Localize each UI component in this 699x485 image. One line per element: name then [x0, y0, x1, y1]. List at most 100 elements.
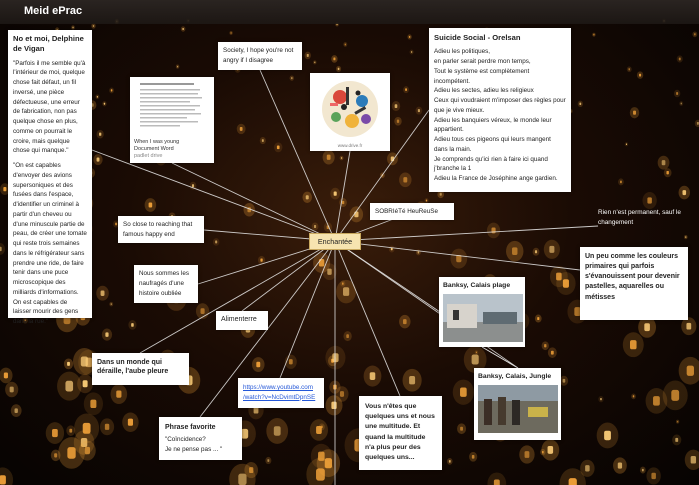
lantern — [524, 451, 530, 458]
lantern — [633, 110, 636, 115]
lantern — [200, 308, 205, 315]
lantern — [694, 33, 696, 36]
central-node[interactable]: Enchantée — [309, 233, 361, 250]
lantern-glow — [694, 119, 699, 128]
lantern — [3, 372, 8, 379]
lantern — [686, 322, 692, 330]
orelsan-line: Je comprends qu'ici rien à faire ici qua… — [434, 155, 548, 173]
lantern — [239, 126, 243, 131]
lantern — [628, 68, 631, 71]
lantern — [410, 51, 413, 53]
lantern — [439, 192, 442, 196]
lantern — [182, 27, 184, 30]
lantern — [632, 395, 635, 398]
lantern — [425, 199, 428, 202]
note-naufrages-text: Nous sommes les naufragés d'une histoire… — [139, 270, 190, 297]
note-phrase-title: Phrase favorite — [165, 424, 216, 431]
lantern — [647, 197, 652, 204]
lantern — [625, 143, 628, 146]
lantern — [67, 447, 76, 459]
note-society[interactable]: Society, I hope you're not angry if I di… — [218, 42, 302, 70]
note-music-image[interactable]: www.drive.fr — [310, 73, 390, 151]
lantern — [537, 317, 540, 321]
note-sobriete[interactable]: SOBRIéTé HeuReuSe — [370, 203, 454, 220]
lantern — [305, 195, 309, 200]
lantern — [127, 418, 134, 426]
lantern — [456, 254, 462, 263]
lantern — [65, 380, 74, 392]
lantern — [641, 468, 644, 472]
lantern — [460, 426, 463, 431]
lantern-glow — [0, 243, 6, 255]
document-caption-title: When I was young — [134, 139, 180, 145]
lantern — [24, 319, 27, 322]
note-youtube-link[interactable]: https://www.youtube.com /watch?v=NcDvimt… — [238, 378, 324, 408]
lantern — [547, 446, 554, 454]
orelsan-line: Adieu tous ces pigeons qui leurs mangent… — [434, 136, 551, 153]
note-couleurs[interactable]: Un peu comme les couleurs primaires qui … — [580, 247, 688, 320]
lantern — [80, 356, 88, 367]
lantern — [661, 160, 666, 166]
lantern — [92, 25, 95, 27]
note-delphine[interactable]: No et moi, Delphine de Vigan "Parfois il… — [8, 30, 92, 325]
lantern — [291, 77, 293, 80]
note-multitude-text: Vous n'êtes que quelques uns et nous une… — [365, 403, 435, 461]
note-alimenterre-text: Alimenterre — [221, 316, 257, 323]
lantern — [333, 57, 336, 61]
lantern — [644, 323, 650, 332]
lantern — [238, 473, 247, 485]
note-banksy-jungle-title: Banksy, Calais, Jungle — [478, 373, 552, 380]
lantern — [69, 428, 73, 433]
lantern — [685, 236, 687, 238]
note-document[interactable]: When I was young Document Word padlet dr… — [130, 77, 214, 163]
lantern — [327, 268, 332, 275]
lantern — [403, 319, 407, 325]
lantern — [405, 88, 407, 91]
lantern — [396, 119, 400, 123]
note-so-close[interactable]: So close to reaching that famous happy e… — [118, 216, 204, 243]
note-monde-deraille-text: Dans un monde qui déraille, l'aube pleur… — [97, 359, 169, 376]
lantern — [336, 23, 338, 26]
note-phrase-favorite[interactable]: Phrase favorite "Coïncidence? Je ne pens… — [159, 417, 242, 460]
note-orelsan-title: Suicide Social - Orelsan — [434, 33, 521, 42]
lantern — [369, 372, 376, 380]
lantern — [67, 361, 70, 366]
note-banksy-jungle[interactable]: Banksy, Calais, Jungle — [474, 368, 561, 440]
note-rien-permanent[interactable]: Rien n'est permanent, sauf le changement — [598, 208, 686, 227]
note-monde-deraille[interactable]: Dans un monde qui déraille, l'aube pleur… — [92, 353, 189, 385]
connector-line — [481, 346, 519, 369]
lantern — [604, 430, 611, 441]
note-alimenterre[interactable]: Alimenterre — [216, 311, 268, 330]
music-image-caption: www.drive.fr — [338, 143, 363, 148]
note-banksy-plage[interactable]: Banksy, Calais plage — [439, 277, 525, 347]
lantern — [115, 222, 118, 226]
lantern — [653, 396, 660, 406]
orelsan-lyrics: Adieu les politiques, en parler serait p… — [434, 47, 566, 184]
connector-line — [139, 240, 336, 354]
lantern — [267, 459, 270, 462]
lantern — [337, 67, 340, 71]
lantern — [600, 397, 602, 401]
note-naufrages[interactable]: Nous sommes les naufragés d'une histoire… — [134, 265, 198, 303]
lantern — [3, 186, 7, 192]
youtube-link[interactable]: https://www.youtube.com /watch?v=NcDvimt… — [243, 384, 316, 401]
lantern — [493, 479, 500, 485]
lantern — [677, 420, 679, 423]
lantern — [680, 102, 682, 105]
lantern — [273, 426, 281, 436]
lantern — [320, 425, 323, 429]
note-orelsan[interactable]: Suicide Social - Orelsan Adieu les polit… — [429, 28, 571, 192]
note-rien-permanent-text: Rien n'est permanent, sauf le changement — [598, 209, 681, 226]
orelsan-line: Adieu les sectes, adieu les religieux — [434, 87, 534, 95]
lantern — [651, 472, 656, 480]
lantern — [131, 323, 134, 327]
lantern — [630, 340, 637, 350]
lantern — [177, 65, 179, 68]
lantern — [340, 157, 343, 159]
lantern — [314, 61, 316, 64]
note-multitude[interactable]: Vous n'êtes que quelques uns et nous une… — [359, 396, 442, 470]
lantern — [344, 43, 346, 46]
lantern — [562, 378, 566, 383]
lantern — [215, 240, 218, 244]
connector-line — [241, 240, 336, 312]
